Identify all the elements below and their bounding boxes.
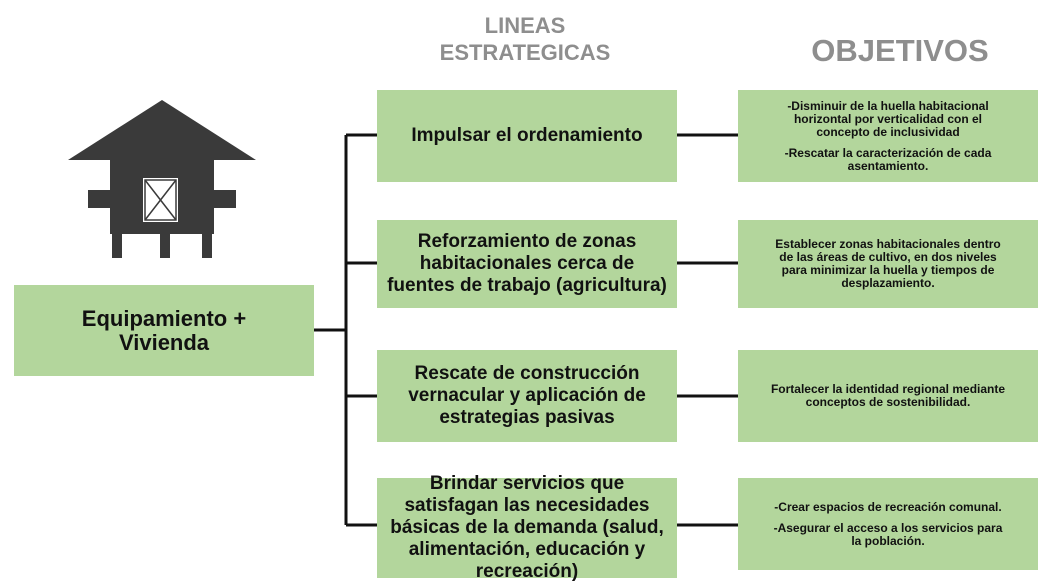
- objective-2-line-3: para minimizar la huella y tiempos de: [781, 263, 995, 277]
- objective-box-1: -Disminuir de la huella habitacional hor…: [738, 90, 1038, 182]
- root-line2: Vivienda: [118, 329, 210, 355]
- objective-box-3: Fortalecer la identidad regional mediant…: [738, 350, 1038, 442]
- objective-4-item-2-line-2: la población.: [851, 533, 925, 548]
- strategic-line-3-text-1: Rescate de construcción: [414, 363, 640, 384]
- objective-4-item-2-line-1: -Asegurar el acceso a los servicios para: [773, 520, 1003, 535]
- header-lineas-line1: LINEAS: [484, 13, 566, 38]
- strategic-line-4-text-3: básicas de la demanda (salud,: [390, 517, 664, 538]
- strategic-line-2-text-3: fuentes de trabajo (agricultura): [387, 275, 667, 296]
- header-objetivos: OBJETIVOS: [811, 33, 989, 68]
- strategic-line-4-text-5: recreación): [475, 561, 579, 582]
- objective-1-item-2-line-1: -Rescatar la caracterización de cada: [784, 145, 992, 160]
- strategic-line-1-text: Impulsar el ordenamiento: [411, 125, 643, 146]
- objective-1-item-1-line-2: horizontal por verticalidad con el: [793, 111, 983, 126]
- objective-2-line-2: de las áreas de cultivo, en dos niveles: [779, 250, 997, 264]
- objective-2-line-1: Establecer zonas habitacionales dentro: [775, 237, 1001, 251]
- strategic-line-3-text-2: vernacular y aplicación de: [408, 385, 646, 406]
- strategic-line-box-4: Brindar servicios que satisfagan las nec…: [377, 473, 677, 582]
- strategic-line-4-text-1: Brindar servicios que: [429, 473, 625, 494]
- strategic-line-box-1: Impulsar el ordenamiento: [377, 90, 677, 182]
- objective-box-2: Establecer zonas habitacionales dentro d…: [738, 220, 1038, 308]
- objective-3-line-1: Fortalecer la identidad regional mediant…: [770, 382, 1006, 396]
- objective-box-4: -Crear espacios de recreación comunal. -…: [738, 478, 1038, 570]
- objective-2-line-4: desplazamiento.: [841, 276, 935, 290]
- strategic-line-4-text-2: satisfagan las necesidades: [404, 495, 650, 516]
- objective-1-item-2-line-2: asentamiento.: [847, 158, 929, 173]
- root-box-equipamiento-vivienda: Equipamiento + Vivienda: [14, 285, 314, 376]
- objective-1-item-1-line-3: concepto de inclusividad: [816, 124, 960, 139]
- strategic-line-box-3: Rescate de construcción vernacular y apl…: [377, 350, 677, 442]
- window-icon: [141, 176, 180, 224]
- objective-1-item-1-line-1: -Disminuir de la huella habitacional: [787, 98, 989, 113]
- objective-3-line-2: conceptos de sostenibilidad.: [805, 395, 971, 409]
- header-lineas-line2: ESTRATEGICAS: [439, 40, 611, 65]
- strategic-line-3-text-3: estrategias pasivas: [439, 407, 615, 428]
- objective-4-item-1-line-1: -Crear espacios de recreación comunal.: [774, 499, 1002, 514]
- strategic-line-2-text-2: habitacionales cerca de: [419, 253, 635, 274]
- strategic-line-4-text-4: alimentación, educación y: [408, 539, 646, 560]
- root-line1: Equipamiento +: [81, 305, 247, 331]
- header-lineas-estrategicas: LINEAS ESTRATEGICAS: [400, 12, 650, 66]
- house-icon: [68, 100, 256, 258]
- strategic-line-box-2: Reforzamiento de zonas habitacionales ce…: [377, 220, 677, 308]
- strategic-line-2-text-1: Reforzamiento de zonas: [417, 231, 637, 252]
